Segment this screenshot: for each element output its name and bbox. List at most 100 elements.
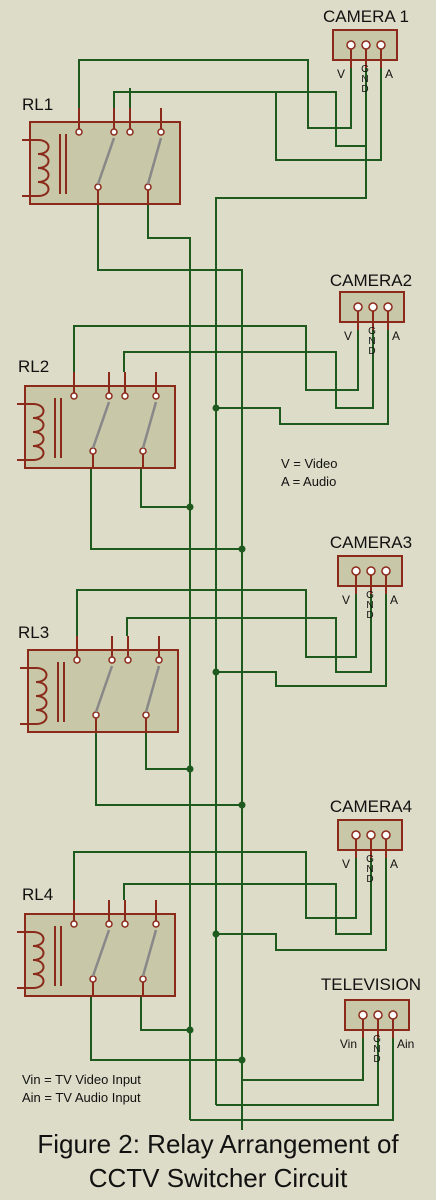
relay-contact <box>121 392 129 400</box>
wire <box>140 996 190 1031</box>
pin-label-gnd: G <box>373 1034 381 1045</box>
wire <box>216 330 389 425</box>
wire <box>76 589 357 658</box>
figure-caption-line-1: Figure 2: Relay Arrangement of <box>37 1129 399 1159</box>
junction-dot <box>212 668 220 676</box>
relay-contact <box>70 392 78 400</box>
pin-label-gnd: N <box>368 336 375 347</box>
connector-pin <box>376 40 386 50</box>
wire <box>123 858 372 935</box>
relay-contact <box>152 392 160 400</box>
junction-dot <box>186 503 194 511</box>
wire <box>140 468 190 508</box>
pin-label-gnd: G <box>366 590 374 601</box>
relay-switch-arm <box>94 665 114 713</box>
relay-switch-arm <box>146 137 163 185</box>
pin-label-gnd: N <box>366 864 373 875</box>
junction-dot <box>212 930 220 938</box>
wire <box>95 732 242 806</box>
wire <box>242 1038 364 1081</box>
relay-coil <box>17 403 45 461</box>
wire <box>275 68 382 161</box>
connector-pin <box>373 1010 383 1020</box>
connector-pin <box>366 566 376 576</box>
relay-common-contact <box>139 975 147 983</box>
wire <box>215 68 367 1105</box>
pin-label-gnd: G <box>361 64 369 75</box>
pin-label-gnd: D <box>368 346 375 357</box>
wire <box>90 468 242 550</box>
relay-contact <box>105 392 113 400</box>
wire <box>216 1038 379 1106</box>
pin-label-audio: A <box>390 857 398 871</box>
connector-2 <box>339 291 405 330</box>
pin-label-audio: Ain <box>397 1037 414 1051</box>
relay-label: RL3 <box>18 623 49 642</box>
pin-label-gnd: N <box>373 1044 380 1055</box>
components <box>17 29 410 1038</box>
connector-pin <box>366 830 376 840</box>
legend-text: V = Video <box>281 456 338 471</box>
wire <box>73 325 359 391</box>
connector-pin <box>383 302 393 312</box>
pin-label-video: V <box>344 329 352 343</box>
connector-pin <box>368 302 378 312</box>
connector-pin <box>353 302 363 312</box>
pin-label-gnd: D <box>366 610 373 621</box>
junction-dots <box>186 404 246 1064</box>
pin-label-gnd: D <box>366 874 373 885</box>
pin-label-video: V <box>337 67 345 81</box>
wire <box>90 996 242 1061</box>
connector-title: CAMERA3 <box>330 533 412 552</box>
connector-title: CAMERA4 <box>330 797 412 816</box>
relay-switch-arm <box>144 665 161 713</box>
pin-label-video: Vin <box>340 1037 357 1051</box>
relay-2 <box>17 372 176 469</box>
pin-label-gnd: N <box>361 74 368 85</box>
relay-common-contact <box>94 183 102 191</box>
junction-dot <box>212 404 220 412</box>
pin-label-video: V <box>342 593 350 607</box>
relay-switch-arm <box>96 137 116 185</box>
relay-common-contact <box>144 183 152 191</box>
relay-contact <box>73 656 81 664</box>
relay-coil <box>17 931 45 989</box>
relay-contact <box>110 128 118 136</box>
wire <box>126 594 372 673</box>
connector-pin <box>381 566 391 576</box>
connector-3 <box>337 555 403 594</box>
wire <box>78 59 352 129</box>
relay-contact <box>152 920 160 928</box>
connector-title: CAMERA 1 <box>323 7 409 26</box>
relay-4 <box>17 900 176 997</box>
relay-switch-arm <box>91 929 111 977</box>
relay-contact <box>124 656 132 664</box>
wire <box>147 204 191 1120</box>
connector-pin <box>388 1010 398 1020</box>
relay-1 <box>22 108 181 205</box>
figure-caption-line-2: CCTV Switcher Circuit <box>88 1163 348 1193</box>
connector-5 <box>344 999 410 1038</box>
relay-common-contact <box>142 711 150 719</box>
legend-text: Ain = TV Audio Input <box>22 1090 141 1105</box>
connector-4 <box>337 819 403 858</box>
wire <box>123 330 374 409</box>
wire <box>216 594 387 687</box>
relay-common-contact <box>139 447 147 455</box>
junction-dot <box>186 1026 194 1034</box>
connector-pin <box>361 40 371 50</box>
relay-contact <box>155 656 163 664</box>
junction-dot <box>238 1056 246 1064</box>
pin-label-audio: A <box>390 593 398 607</box>
connector-pin <box>358 1010 368 1020</box>
relay-contact <box>108 656 116 664</box>
relay-label: RL4 <box>22 885 53 904</box>
wire <box>190 1038 394 1121</box>
connector-1 <box>332 29 398 68</box>
relay-coil <box>22 139 50 197</box>
pin-label-video: V <box>342 857 350 871</box>
wire <box>97 204 243 1130</box>
connector-pin <box>351 830 361 840</box>
